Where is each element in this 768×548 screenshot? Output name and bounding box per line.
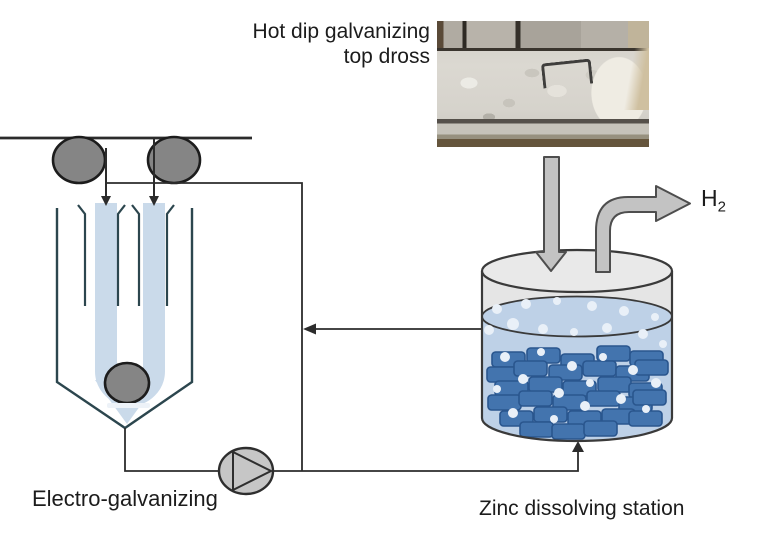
electro-galvanizing-label: Electro-galvanizing — [32, 486, 218, 511]
strip-arrowhead — [149, 196, 159, 206]
electro-galvanizing-cell — [55, 203, 194, 430]
zinc-piece — [487, 394, 522, 411]
anode-plate — [77, 204, 87, 306]
hydrogen-outlet-arrow — [595, 185, 691, 273]
zinc-piece — [518, 390, 553, 407]
bubble — [537, 348, 545, 356]
tank-outline — [480, 271, 674, 443]
bubble — [492, 304, 502, 314]
gas-bubbles — [484, 297, 667, 423]
bubble — [651, 378, 661, 388]
zinc-piece — [582, 360, 617, 377]
anode-plate — [131, 204, 141, 306]
zinc-piece — [586, 390, 621, 407]
bubble — [567, 361, 577, 371]
bubble — [507, 318, 519, 330]
zinc-dissolving-tank — [480, 248, 674, 443]
piping — [106, 182, 584, 496]
bubble — [553, 297, 561, 305]
zinc-piece — [519, 421, 554, 438]
bubble — [484, 325, 494, 335]
bubble — [599, 353, 607, 361]
bubble — [550, 415, 558, 423]
bubble — [493, 385, 501, 393]
strip-path — [0, 135, 252, 206]
feed-label-line1: Hot dip galvanizing — [252, 20, 430, 43]
feed-label-line2: top dross — [343, 45, 430, 68]
dross-photo-corner — [619, 48, 649, 110]
h2-symbol: H — [701, 185, 718, 211]
feed-line — [106, 182, 303, 471]
bubble — [518, 374, 528, 384]
dross-feed-arrow — [535, 156, 567, 272]
bubble — [521, 299, 531, 309]
bubble — [628, 365, 638, 375]
bubble — [642, 405, 650, 413]
bubble — [619, 306, 629, 316]
bubble — [508, 408, 518, 418]
bubble — [538, 324, 548, 334]
dross-photo-background-ingots — [437, 21, 649, 51]
zinc-piece — [551, 423, 586, 440]
zinc-piece — [628, 410, 663, 427]
roller-highlight — [107, 403, 150, 408]
entry-roller-left — [51, 135, 107, 185]
bubble — [554, 388, 564, 398]
h2-label: H2 — [701, 185, 726, 216]
bubble — [638, 329, 648, 339]
bubble — [570, 328, 578, 336]
bubble — [500, 352, 510, 362]
bubble — [587, 301, 597, 311]
tank-lid — [480, 248, 674, 294]
h2-subscript: 2 — [717, 198, 726, 216]
zinc-dissolving-station-label: Zinc dissolving station — [479, 497, 685, 520]
anode-plate — [116, 204, 126, 306]
bubble — [586, 379, 594, 387]
feed-label: Hot dip galvanizing top dross — [150, 19, 430, 69]
bubble — [616, 394, 626, 404]
zinc-piece — [597, 376, 632, 393]
dross-photo-bottom-edge — [437, 119, 649, 147]
flow-arrowhead-up — [572, 441, 584, 452]
zinc-piece — [583, 420, 618, 437]
ingot-handle — [540, 58, 594, 89]
bubble — [659, 340, 667, 348]
flow-arrowhead-left — [303, 323, 316, 335]
pump-impeller — [232, 450, 274, 492]
anode-plate — [165, 204, 175, 306]
zinc-piece — [632, 389, 667, 406]
bubble — [602, 323, 612, 333]
dross-photo — [437, 21, 649, 147]
pump-body — [217, 446, 275, 496]
zinc-piece — [513, 360, 548, 377]
pump — [217, 446, 275, 496]
pump-line — [124, 428, 579, 472]
entry-roller-right — [146, 135, 202, 185]
bubble — [580, 401, 590, 411]
bubble — [651, 313, 659, 321]
strip-arrowhead — [101, 196, 111, 206]
sink-roller — [103, 361, 151, 405]
zinc-piece — [634, 359, 669, 376]
zinc-pieces — [486, 345, 669, 440]
